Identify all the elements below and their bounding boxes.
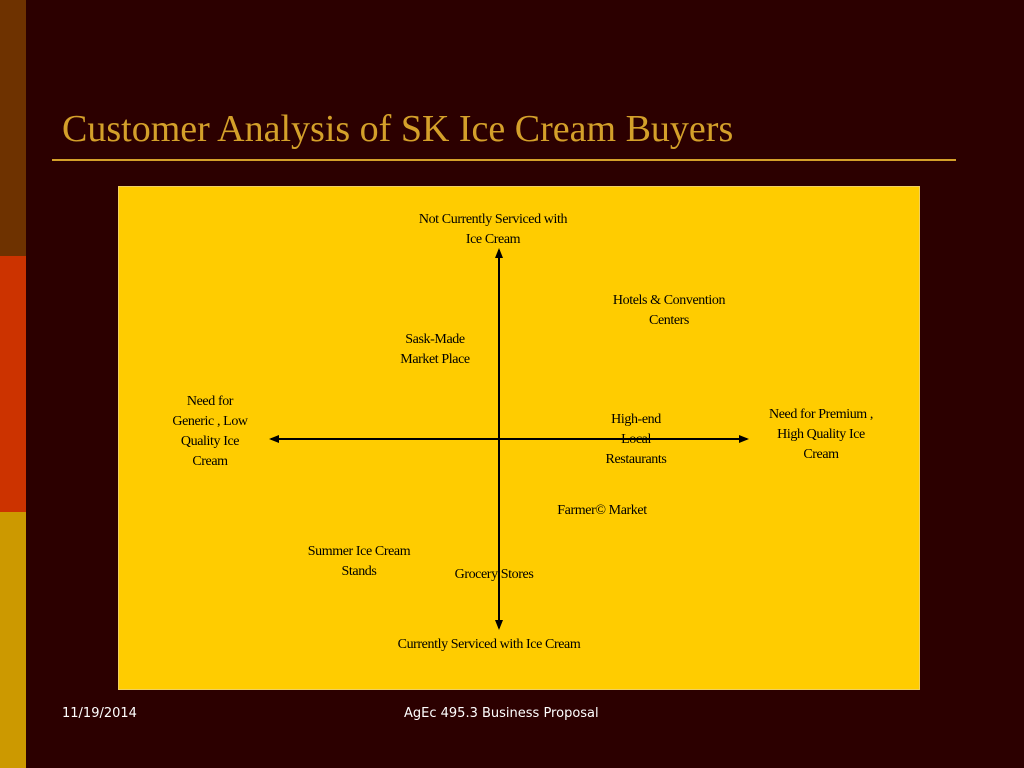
footer-center: AgEc 495.3 Business Proposal <box>404 706 599 721</box>
title-underline <box>52 159 956 161</box>
sidebar-segment-top <box>0 0 26 256</box>
left-arrowhead <box>269 435 279 443</box>
bottom-arrowhead <box>495 620 503 630</box>
sidebar-segment-bottom <box>0 512 26 768</box>
axis-label-bottom: Currently Serviced with Ice Cream <box>397 637 581 652</box>
top-arrowhead <box>495 248 503 258</box>
sidebar-segment-middle <box>0 256 26 512</box>
slide-title: Customer Analysis of SK Ice Cream Buyers <box>62 108 734 150</box>
right-arrowhead <box>739 435 749 443</box>
sidebar-bar <box>0 0 26 768</box>
segment-grocery: Grocery Stores <box>454 567 534 582</box>
segment-farmers-market: Farmer© Market <box>557 503 647 518</box>
footer-date: 11/19/2014 <box>62 706 137 721</box>
positioning-map-axes <box>269 248 749 630</box>
